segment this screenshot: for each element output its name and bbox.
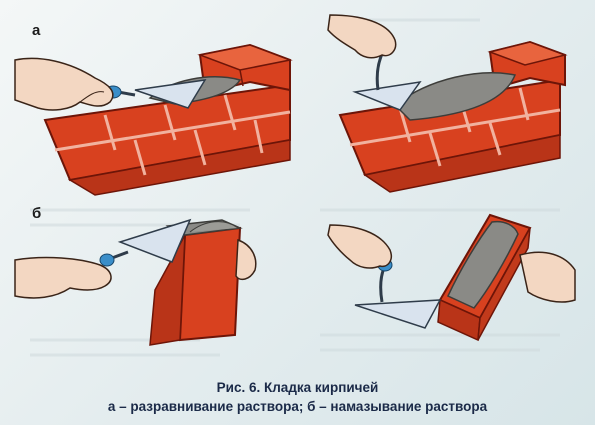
hand-b-left-icon [14,256,112,299]
hand-right-icon [327,14,397,59]
trowel-b-left-icon [99,218,192,267]
single-brick-left [149,219,243,346]
hand-b-right-icon [327,224,392,269]
hand-b-holding-brick-icon [235,238,257,281]
figure-caption-title: Рис. 6. Кладка кирпичей [216,380,379,395]
panel-label-b: б [32,205,42,222]
mortar-pile-right [393,72,517,121]
trowel-b-right-icon [354,258,442,329]
figure-caption-subtitle: а – разравнивание раствора; б – намазыва… [107,399,488,414]
brick-wall-right [338,40,568,193]
panel-label-a: а [32,22,41,39]
hand-left-icon [14,57,114,111]
mortar-layer-right [447,220,519,309]
single-brick-right [437,213,532,342]
hand-b-right-holding-icon [519,251,576,303]
